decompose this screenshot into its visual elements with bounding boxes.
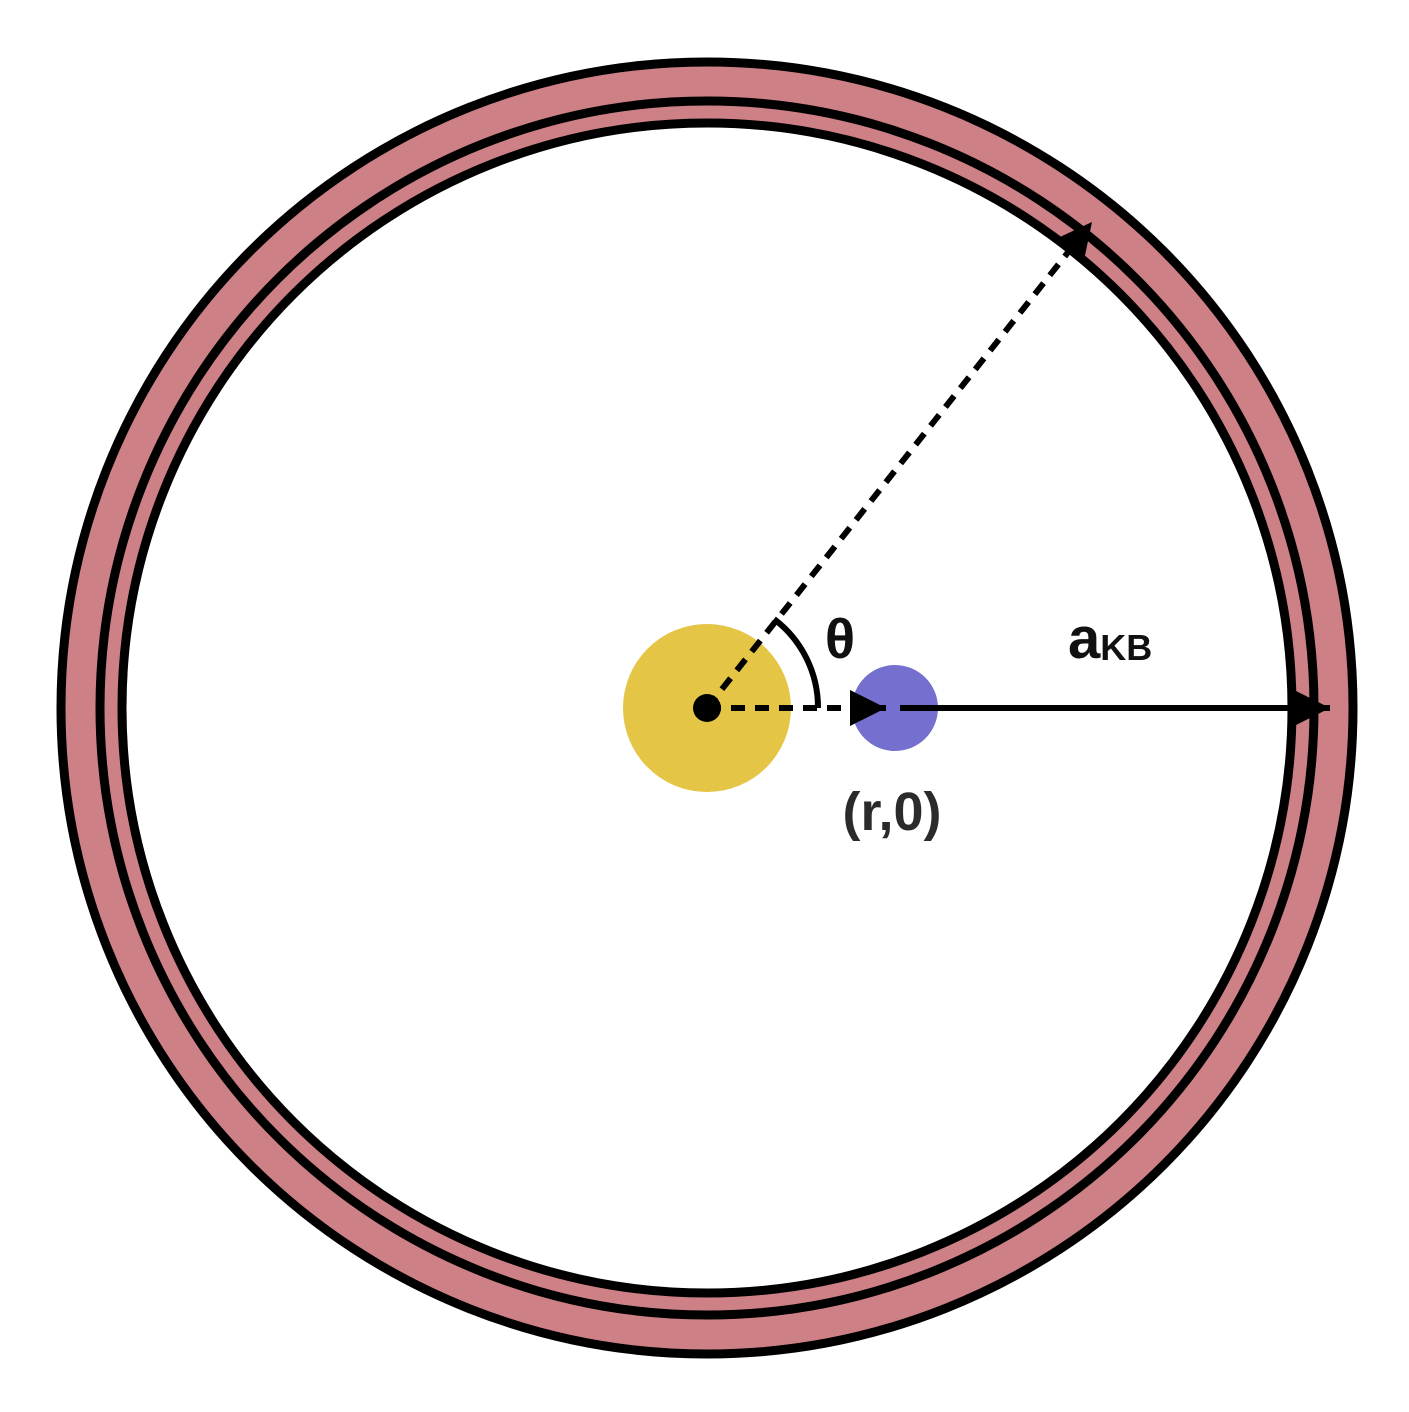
radius-label: aKB bbox=[1068, 606, 1152, 671]
center-point bbox=[693, 694, 721, 722]
radius-label-main: a bbox=[1068, 606, 1101, 671]
angle-label: θ bbox=[825, 607, 855, 670]
planet-position-label: (r,0) bbox=[842, 782, 941, 842]
angled-radius-dashed-arrow bbox=[704, 220, 1095, 710]
angle-arc bbox=[772, 616, 822, 709]
radius-label-subscript: KB bbox=[1100, 627, 1152, 668]
planet bbox=[852, 665, 938, 751]
